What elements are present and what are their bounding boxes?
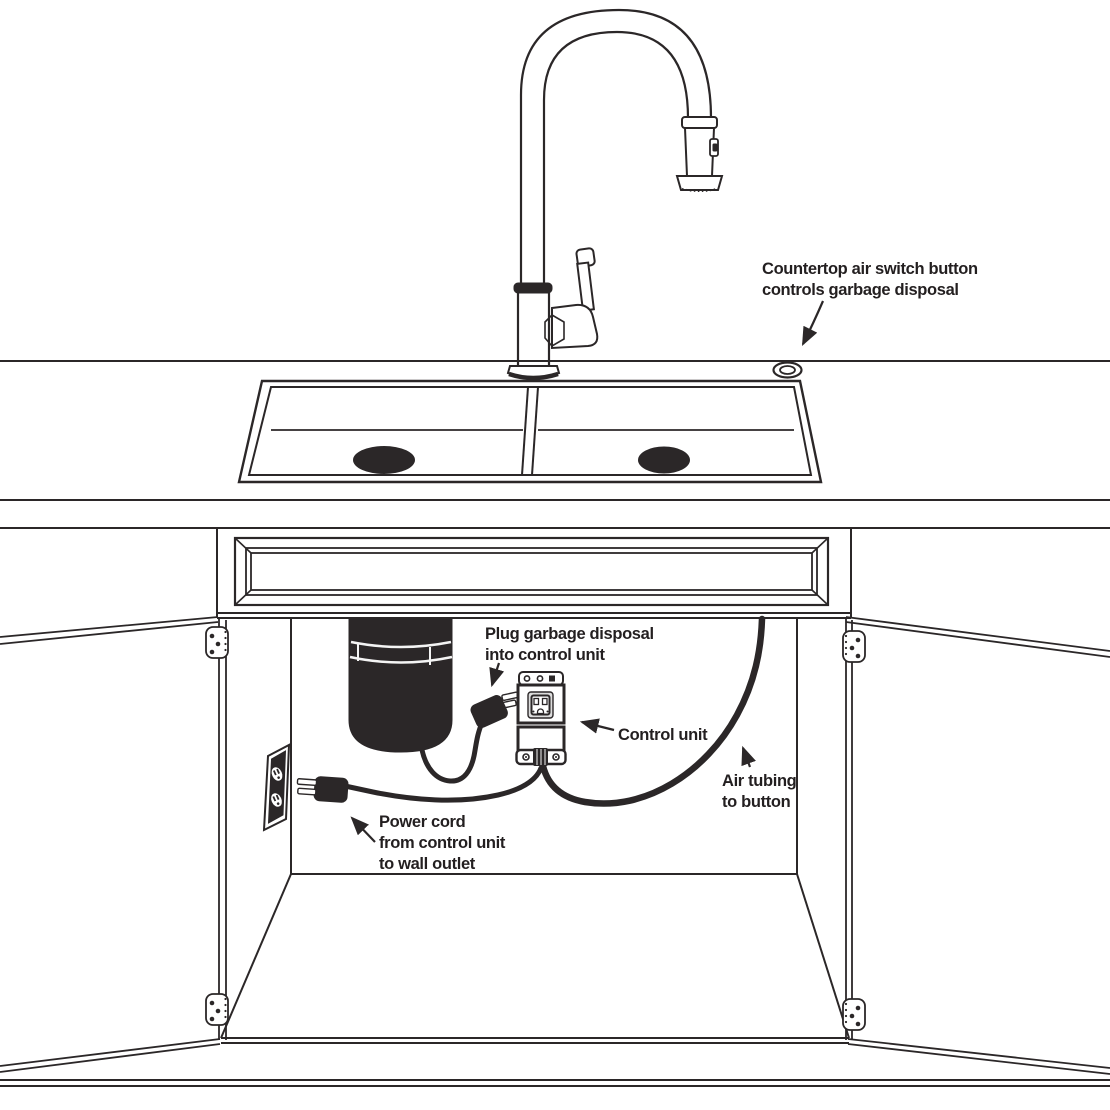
arrow-air-switch — [802, 300, 825, 346]
wall-plug — [296, 776, 349, 803]
left-drain — [353, 446, 415, 474]
air-tubing — [539, 615, 766, 807]
hinge-right-top — [842, 630, 866, 663]
label-power-cord-line3: to wall outlet — [379, 855, 476, 873]
cabinet-interior — [0, 618, 1110, 1087]
drawer-front — [233, 536, 830, 607]
label-plug-disposal-line1: Plug garbage disposal — [485, 625, 654, 643]
label-air-switch-line1: Countertop air switch button — [762, 260, 978, 278]
left-door — [0, 616, 227, 1073]
diagram-labels: Countertop air switch button controls ga… — [379, 260, 978, 873]
countertop — [0, 360, 1110, 529]
faucet — [506, 8, 724, 381]
label-plug-disposal-line2: into control unit — [485, 646, 605, 664]
right-door — [845, 616, 1110, 1075]
disposal-plug — [470, 691, 519, 728]
annotation-arrows — [350, 300, 825, 843]
disposal-power-cord — [419, 720, 485, 784]
arrow-air-tubing — [741, 745, 756, 768]
arrow-power-cord — [350, 816, 376, 843]
faucet-base — [506, 282, 561, 381]
faucet-handle — [544, 247, 599, 350]
label-air-tubing-line2: to button — [722, 793, 791, 811]
control-unit-power-cord — [342, 765, 544, 803]
right-drain — [638, 446, 690, 474]
garbage-disposal — [348, 618, 453, 753]
air-switch-button — [772, 361, 803, 379]
wall-outlet — [262, 743, 291, 832]
hinge-left-bottom — [205, 993, 229, 1026]
arrow-plug-disposal — [489, 662, 505, 688]
label-control-unit: Control unit — [618, 726, 708, 744]
cabinet-face — [216, 528, 852, 619]
label-air-switch-line2: controls garbage disposal — [762, 281, 959, 299]
label-power-cord-line2: from control unit — [379, 834, 506, 852]
spray-head — [675, 116, 724, 192]
control-unit — [515, 671, 567, 766]
label-air-tubing-line1: Air tubing — [722, 772, 796, 790]
kitchen-sink — [237, 379, 823, 484]
hinge-right-bottom — [842, 998, 866, 1031]
hinge-left-top — [205, 626, 229, 659]
label-power-cord-line1: Power cord — [379, 813, 465, 831]
arrow-control-unit — [579, 718, 615, 734]
